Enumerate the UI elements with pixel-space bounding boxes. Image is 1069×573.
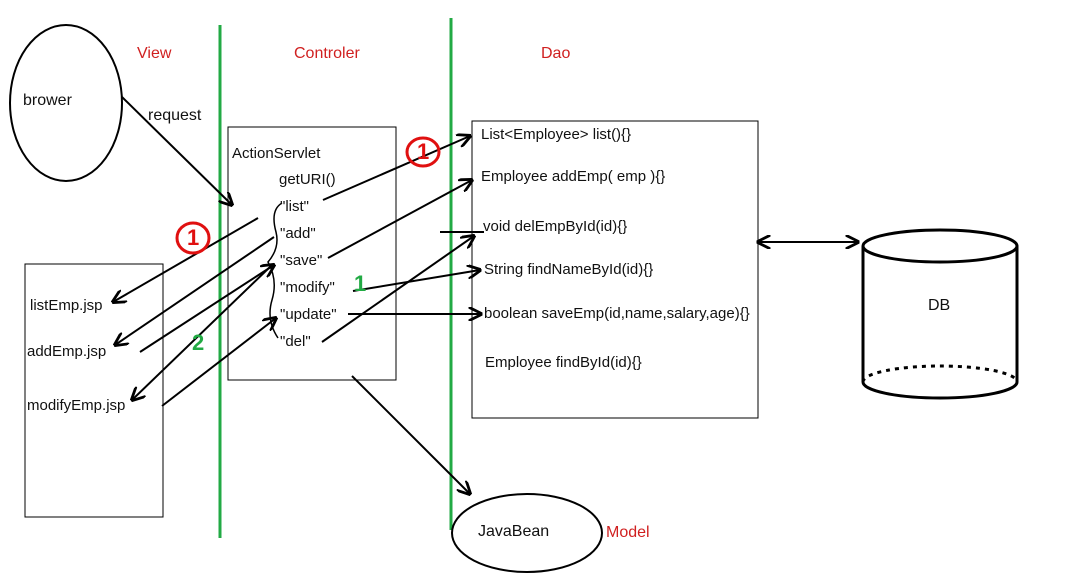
arrow-del-to-dao <box>321 236 474 343</box>
layer-label-dao: Dao <box>541 45 571 62</box>
arrow-addEmp-to-save <box>139 265 274 353</box>
dao-method-addEmp: Employee addEmp( emp ){} <box>481 168 666 185</box>
model-node <box>451 493 603 573</box>
model-label: JavaBean <box>478 523 550 540</box>
arrow-modifyEmp-to-update <box>161 318 276 407</box>
view-page-modifyEmp: modifyEmp.jsp <box>27 397 126 414</box>
database-cylinder <box>861 228 1019 400</box>
route-add: "add" <box>280 225 316 242</box>
view-page-listEmp: listEmp.jsp <box>30 297 103 314</box>
route-del: "del" <box>280 333 311 350</box>
annotation-circle-view <box>175 221 211 255</box>
controller-title: ActionServlet <box>232 145 321 162</box>
arrow-list-to-dao <box>322 136 470 201</box>
dao-method-list: List<Employee> list(){} <box>481 126 632 143</box>
annotation-green-2: 2 <box>192 330 205 355</box>
request-label: request <box>148 107 202 124</box>
arrow-getURI-to-dao <box>327 180 472 259</box>
arrow-to-listEmp <box>113 217 259 302</box>
view-box <box>24 263 164 518</box>
view-page-addEmp: addEmp.jsp <box>27 343 107 360</box>
annotation-green-1: 1 <box>354 271 367 296</box>
arrow-request <box>121 96 232 205</box>
dao-method-findNameById: String findNameById(id){} <box>484 261 654 278</box>
arrow-to-addEmp <box>115 236 275 345</box>
arrow-to-model <box>351 375 470 494</box>
dao-method-delEmpById: void delEmpById(id){} <box>483 218 628 235</box>
arrow-modify-to-dao <box>352 270 480 292</box>
annotation-circle-dao <box>405 136 441 168</box>
route-modify: "modify" <box>280 279 335 296</box>
browser-label: brower <box>23 92 72 109</box>
db-label: DB <box>928 297 951 314</box>
route-list: "list" <box>280 198 309 215</box>
route-save: "save" <box>280 252 323 269</box>
controller-method: getURI() <box>279 171 336 188</box>
layer-label-controller: Controler <box>294 45 360 62</box>
controller-box <box>227 126 397 381</box>
arrow-to-modifyEmp <box>132 264 273 400</box>
annotation-red-1-dao: 1 <box>417 139 430 164</box>
annotation-red-1-view: 1 <box>187 225 200 250</box>
routes-brace <box>267 202 283 339</box>
dao-method-saveEmp: boolean saveEmp(id,name,salary,age){} <box>484 305 750 322</box>
layer-label-view: View <box>137 45 172 62</box>
layer-label-model: Model <box>606 524 650 541</box>
browser-node <box>9 24 123 182</box>
dao-method-findById: Employee findById(id){} <box>485 354 642 371</box>
route-update: "update" <box>280 306 337 323</box>
